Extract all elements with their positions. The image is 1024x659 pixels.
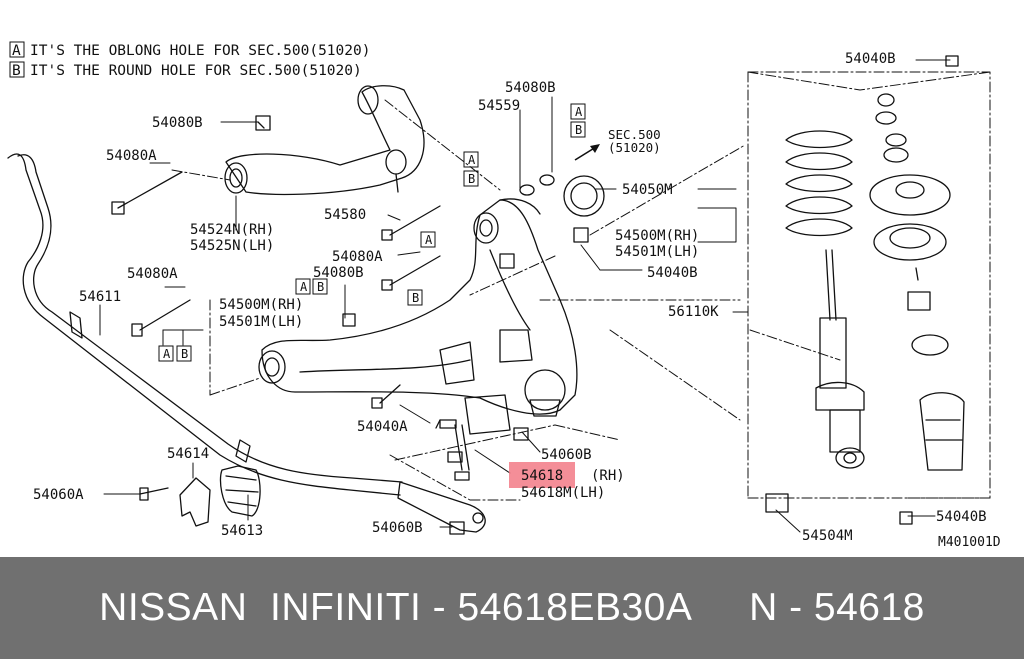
label-51020: (51020) [608, 140, 661, 155]
callout-a: A [425, 233, 433, 247]
label-54525n: 54525N(LH) [190, 238, 274, 254]
sec500-arrow [574, 144, 600, 161]
callout-a: A [300, 280, 308, 294]
label-54500m-right: 54500M(RH) [615, 228, 699, 244]
label-54580: 54580 [324, 207, 366, 223]
label-54618m: 54618M(LH) [521, 485, 605, 501]
note-a-text: IT'S THE OBLONG HOLE FOR SEC.500(51020) [30, 43, 370, 59]
label-54040b-bottom: 54040B [936, 509, 987, 525]
callout-b: B [575, 123, 582, 137]
shock-absorber [765, 93, 965, 513]
callout-b: B [412, 291, 419, 305]
label-54614: 54614 [167, 446, 209, 462]
label-54504m: 54504M [802, 528, 853, 544]
callout-b: B [317, 280, 324, 294]
footer-short-part-number: N - 54618 [749, 586, 925, 629]
label-54040b-top: 54040B [845, 51, 896, 67]
label-54080a-mid: 54080A [332, 249, 383, 265]
footer-brand-part-number: NISSAN INFINITI - 54618EB30A [99, 586, 693, 629]
label-54501m-right: 54501M(LH) [615, 244, 699, 260]
stabilizer-link [435, 419, 470, 481]
label-diagram-code: M401001D [938, 535, 1001, 550]
note-b-box: B [12, 63, 21, 79]
label-54524n: 54524N(RH) [190, 222, 274, 238]
footer-spacer [692, 586, 749, 630]
callout-a: A [163, 347, 171, 361]
legend-notes: A IT'S THE OBLONG HOLE FOR SEC.500(51020… [9, 41, 370, 79]
label-54613: 54613 [221, 523, 263, 539]
bolts [131, 55, 959, 535]
label-54060b-right: 54060B [541, 447, 592, 463]
part-info-footer: NISSAN INFINITI - 54618EB30A N - 54618 [0, 557, 1024, 659]
label-54611: 54611 [79, 289, 121, 305]
ab-callouts: A B A B A B A B A B [158, 103, 586, 362]
label-54080a-top: 54080A [106, 148, 157, 164]
callout-b: B [181, 347, 188, 361]
label-54500m-left: 54500M(RH) [219, 297, 303, 313]
label-54040a: 54040A [357, 419, 408, 435]
suspension-exploded-diagram: A IT'S THE OBLONG HOLE FOR SEC.500(51020… [7, 41, 1001, 550]
highlight-54618 [509, 462, 575, 488]
label-54060a: 54060A [33, 487, 84, 503]
bushing-and-clamp [139, 465, 261, 527]
label-54080b-mid: 54080B [313, 265, 364, 281]
label-54080a-left: 54080A [127, 266, 178, 282]
callout-b: B [468, 172, 475, 186]
label-54060b-bottom: 54060B [372, 520, 423, 536]
label-54040b-right: 54040B [647, 265, 698, 281]
label-54618: 54618 [521, 468, 563, 484]
leader-lines [99, 59, 951, 533]
note-b-text: IT'S THE ROUND HOLE FOR SEC.500(51020) [30, 63, 362, 79]
callout-a: A [468, 153, 476, 167]
part-labels: 54080B 54080A 54524N(RH) 54525N(LH) 5458… [33, 51, 1001, 550]
label-54080b-upper: 54080B [505, 80, 556, 96]
label-54559: 54559 [478, 98, 520, 114]
upper-link-arm [111, 85, 425, 215]
label-54050m: 54050M [622, 182, 673, 198]
callout-a: A [575, 105, 583, 119]
washers [519, 174, 605, 243]
label-54080b-top: 54080B [152, 115, 203, 131]
assembly-outline-lines [171, 71, 991, 501]
label-56110k: 56110K [668, 304, 719, 320]
note-a-box: A [12, 43, 21, 59]
stabilizer-bar [7, 153, 486, 533]
lower-link-arm [258, 198, 578, 435]
label-sec500: SEC.500 [608, 127, 661, 142]
label-54618-rh: (RH) [591, 468, 625, 484]
label-54501m-left: 54501M(LH) [219, 314, 303, 330]
